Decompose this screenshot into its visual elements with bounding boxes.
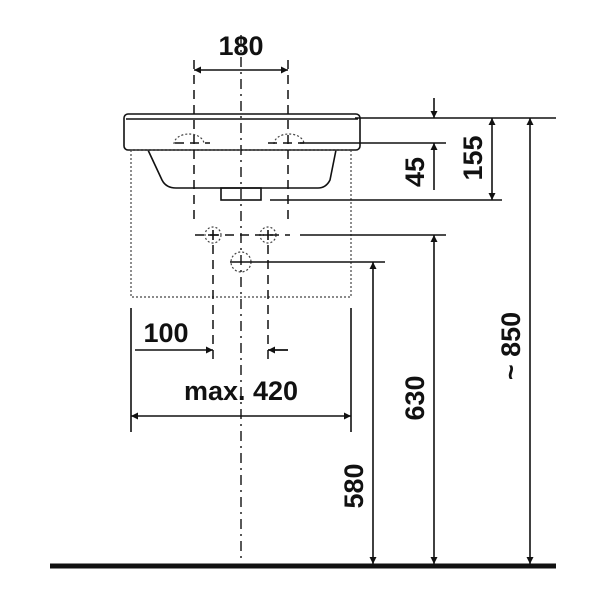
bracket-outline: [130, 149, 352, 298]
dim-180: 180: [218, 31, 263, 61]
washbasin: [123, 113, 361, 201]
dim-580: 580: [339, 463, 369, 508]
dim-max-420: max. 420: [184, 376, 298, 406]
dim-630: 630: [400, 375, 430, 420]
dim-155: 155: [458, 135, 488, 180]
dim-850: ~ 850: [496, 312, 526, 380]
dim-45: 45: [400, 157, 430, 187]
dim-100: 100: [143, 318, 188, 348]
supply-connections: [195, 226, 290, 273]
